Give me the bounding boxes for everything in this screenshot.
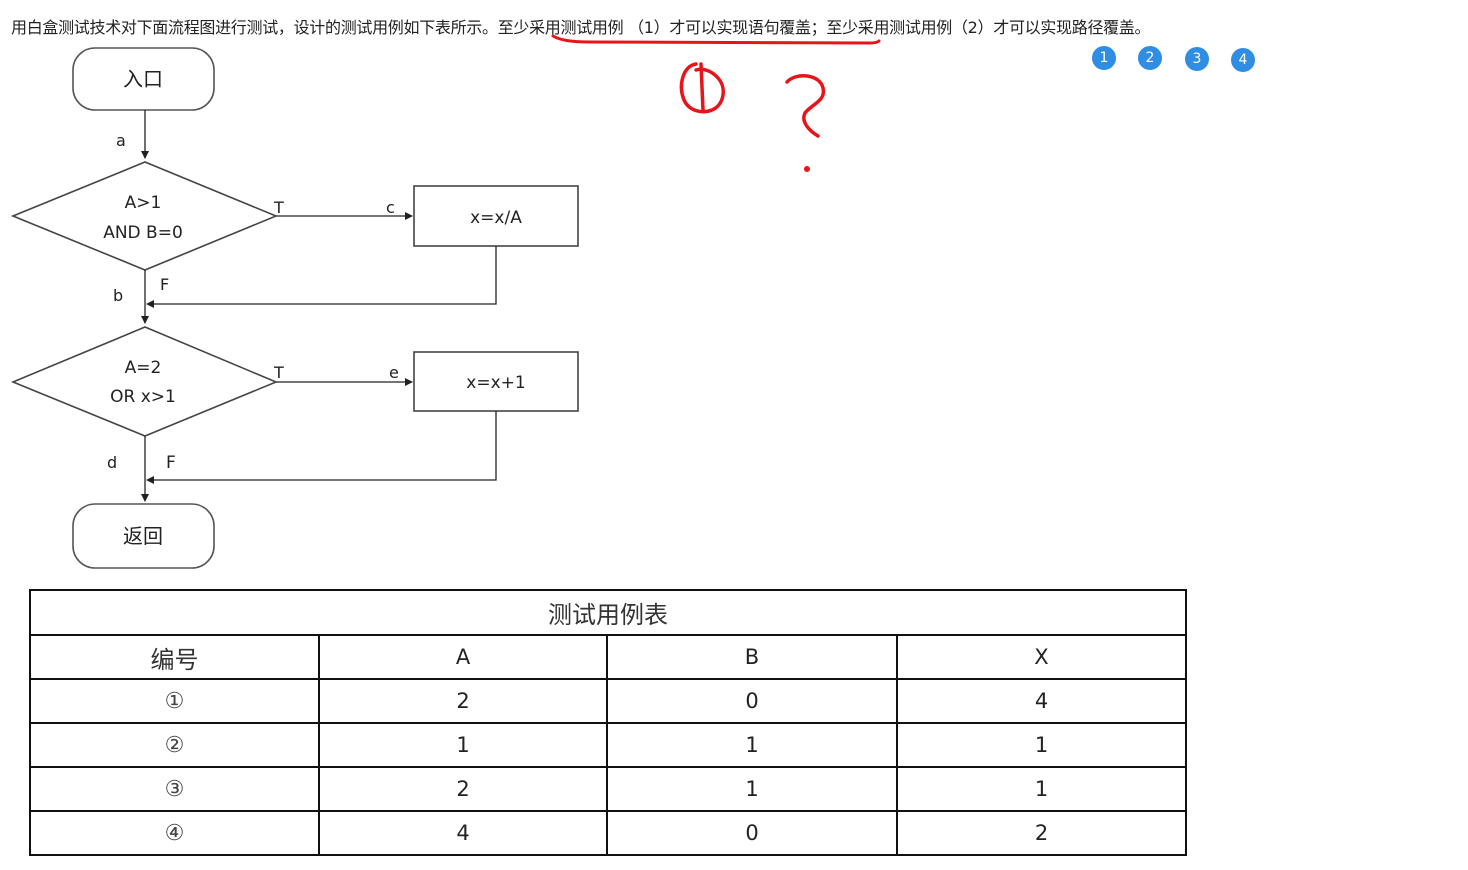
row-1-x: 4 bbox=[896, 678, 1187, 724]
decision-2 bbox=[10, 326, 279, 437]
table-row: ③ 2 1 1 bbox=[28, 766, 1187, 812]
header-a: A bbox=[318, 634, 609, 680]
start-terminal bbox=[72, 47, 215, 111]
header-b: B bbox=[606, 634, 898, 680]
handwritten-circled-one bbox=[679, 62, 725, 114]
question-part1: 用白盒测试技术对下面流程图进行测试，设计的测试用例如下表所示。 bbox=[11, 18, 498, 37]
edge-label-a: a bbox=[116, 131, 126, 150]
decision-1-line1: A>1 bbox=[125, 193, 162, 213]
question-part3: ；至少采用测试用例（2）才可以实现路径覆盖。 bbox=[810, 18, 1151, 37]
edge-label-d: d bbox=[107, 453, 117, 472]
header-id: 编号 bbox=[28, 634, 321, 680]
row-4-x: 2 bbox=[896, 810, 1187, 856]
decision-1 bbox=[10, 161, 279, 271]
end-label: 返回 bbox=[123, 524, 163, 548]
row-4-id: ④ bbox=[28, 810, 321, 856]
row-3-id: ③ bbox=[28, 766, 321, 812]
row-2-b: 1 bbox=[606, 722, 898, 768]
table-row: ④ 4 0 2 bbox=[28, 810, 1187, 856]
row-3-x: 1 bbox=[896, 766, 1187, 812]
row-3-a: 2 bbox=[318, 766, 609, 812]
decision-1-line2: AND B=0 bbox=[103, 223, 183, 243]
end-terminal bbox=[72, 503, 215, 569]
row-4-b: 0 bbox=[606, 810, 898, 856]
row-2-id: ② bbox=[28, 722, 321, 768]
row-2-a: 1 bbox=[318, 722, 609, 768]
process-2-label: x=x+1 bbox=[466, 373, 525, 393]
edge-label-c: c bbox=[386, 198, 395, 217]
decision-1-false-label: F bbox=[160, 275, 169, 294]
decision-1-true-label: T bbox=[273, 198, 284, 217]
row-1-id: ① bbox=[28, 678, 321, 724]
table-caption: 测试用例表 bbox=[29, 589, 1187, 636]
decision-2-false-label: F bbox=[166, 453, 176, 473]
table-row: ① 2 0 4 bbox=[28, 678, 1187, 724]
row-4-a: 4 bbox=[318, 810, 609, 856]
row-1-a: 2 bbox=[318, 678, 609, 724]
decision-2-true-label: T bbox=[273, 363, 284, 382]
edge-label-b: b bbox=[113, 286, 123, 305]
row-2-x: 1 bbox=[896, 722, 1187, 768]
row-1-b: 0 bbox=[606, 678, 898, 724]
option-4-button[interactable]: 4 bbox=[1231, 48, 1255, 72]
table-row: ② 1 1 1 bbox=[28, 722, 1187, 768]
decision-2-line2: OR x>1 bbox=[110, 387, 176, 407]
question-text: 用白盒测试技术对下面流程图进行测试，设计的测试用例如下表所示。至少采用测试用例 … bbox=[11, 14, 1151, 38]
option-1-button[interactable]: 1 bbox=[1092, 46, 1116, 70]
question-mark-dot bbox=[804, 166, 810, 172]
header-x: X bbox=[896, 634, 1187, 680]
decision-2-line1: A=2 bbox=[125, 358, 162, 378]
row-3-b: 1 bbox=[606, 766, 898, 812]
option-3-button[interactable]: 3 bbox=[1185, 47, 1209, 71]
flowchart: 入口 a A>1 AND B=0 T c x=x/A F b A=2 OR x>… bbox=[10, 47, 579, 569]
test-case-table: 测试用例表 编号 A B X ① 2 0 4 ② 1 1 1 ③ 2 1 1 ④… bbox=[28, 589, 1187, 856]
edge-label-e: e bbox=[389, 363, 399, 382]
start-label: 入口 bbox=[123, 67, 163, 91]
handwritten-question-mark bbox=[785, 74, 826, 138]
option-2-button[interactable]: 2 bbox=[1138, 46, 1162, 70]
process-1-label: x=x/A bbox=[470, 208, 522, 228]
question-highlight: 至少采用测试用例 （1）才可以实现语句覆盖 bbox=[497, 18, 811, 37]
